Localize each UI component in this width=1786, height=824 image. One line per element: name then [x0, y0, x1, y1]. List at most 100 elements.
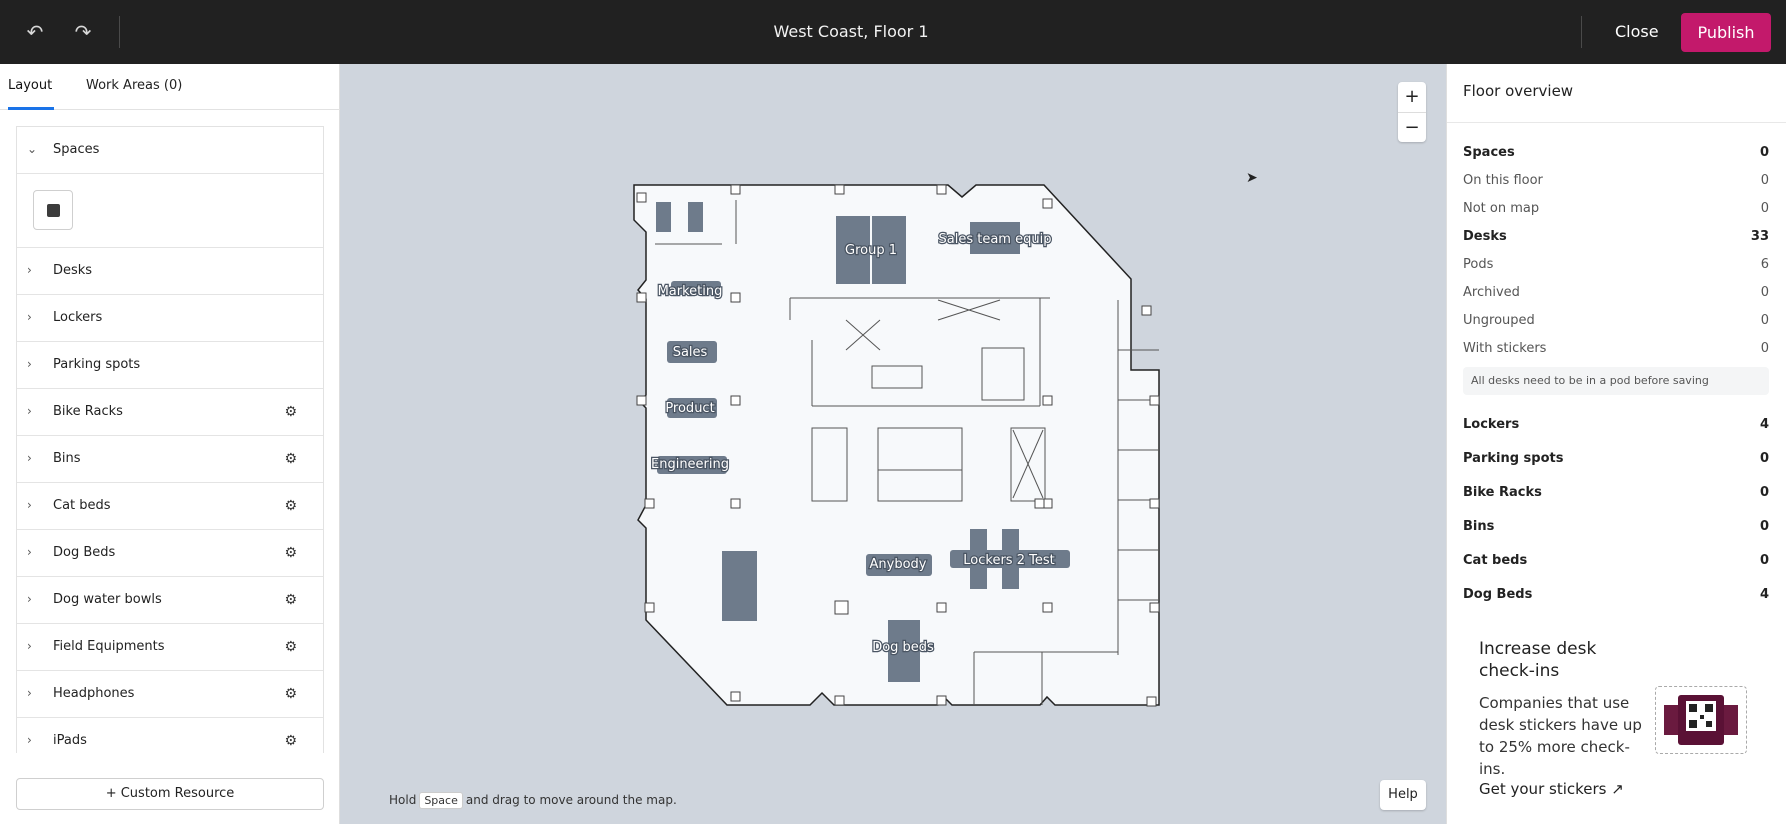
hint-prefix: Hold [389, 793, 417, 807]
external-link-icon: ↗ [1611, 780, 1624, 798]
row-value: 0 [1760, 285, 1769, 300]
chevron-right-icon: › [27, 733, 32, 747]
zoom-out-button[interactable]: − [1404, 117, 1420, 138]
row-label: Cat beds [1463, 553, 1528, 568]
publish-button[interactable]: Publish [1681, 13, 1771, 52]
section-cat-beds[interactable]: › Cat beds ⚙ [17, 483, 323, 530]
map-labels: Group 1 Sales team equip Marketing Sales… [650, 231, 1056, 657]
row-label: Dog Beds [1463, 587, 1533, 602]
map-label-anybody[interactable]: Anybody [868, 556, 928, 574]
gear-icon[interactable]: ⚙ [284, 404, 297, 420]
space-tool-button[interactable] [33, 190, 73, 230]
section-parking-spots[interactable]: › Parking spots [17, 342, 323, 389]
row-label: Parking spots [1463, 451, 1564, 466]
row-label: Spaces [1463, 145, 1515, 160]
row-value: 33 [1750, 229, 1769, 244]
zoom-control: + − [1398, 82, 1426, 142]
gear-icon[interactable]: ⚙ [284, 733, 297, 749]
map-label-dog-beds[interactable]: Dog beds [871, 639, 935, 657]
spaces-body [17, 174, 323, 248]
row-value: 0 [1760, 201, 1769, 216]
custom-resource-button[interactable]: + Custom Resource [16, 778, 324, 810]
square-icon [47, 204, 60, 217]
row-label: Bins [1463, 519, 1495, 534]
row-value: 0 [1759, 451, 1769, 466]
tab-bar: Layout Work Areas (0) [0, 64, 340, 110]
mouse-cursor-icon: ➤ [1246, 170, 1258, 186]
divider [1581, 16, 1582, 48]
section-label: Lockers [53, 310, 103, 325]
sticker-promo-card: Increase desk check-ins Companies that u… [1463, 620, 1773, 816]
map-label-sales-team[interactable]: Sales team equip [937, 231, 1052, 249]
section-bike-racks[interactable]: › Bike Racks ⚙ [17, 389, 323, 436]
row-value: 0 [1759, 553, 1769, 568]
map-label-group1[interactable]: Group 1 [844, 242, 898, 260]
page-title: West Coast, Floor 1 [773, 22, 929, 41]
qr-sticker-icon [1664, 695, 1738, 745]
section-label: Bike Racks [53, 404, 123, 419]
close-button[interactable]: Close [1615, 22, 1659, 41]
row-label: Desks [1463, 229, 1507, 244]
tab-work-areas[interactable]: Work Areas (0) [86, 78, 183, 93]
row-label: Ungrouped [1463, 313, 1535, 328]
section-headphones[interactable]: › Headphones ⚙ [17, 671, 323, 718]
row-label: Archived [1463, 285, 1520, 300]
section-dog-water-bowls[interactable]: › Dog water bowls ⚙ [17, 577, 323, 624]
chevron-right-icon: › [27, 263, 32, 277]
redo-icon[interactable]: ↷ [74, 20, 92, 44]
map-label-marketing[interactable]: Marketing [656, 283, 723, 301]
map-label-sales[interactable]: Sales [671, 344, 708, 362]
row-label: With stickers [1463, 341, 1547, 356]
link-label: Get your stickers [1479, 780, 1607, 798]
promo-heading: Increase desk check-ins [1479, 639, 1597, 681]
sticker-image [1655, 686, 1747, 754]
gear-icon[interactable]: ⚙ [284, 545, 297, 561]
gear-icon[interactable]: ⚙ [284, 592, 297, 608]
map-canvas[interactable]: Group 1 Sales team equip Marketing Sales… [340, 64, 1446, 824]
pods-warning-note: All desks need to be in a pod before sav… [1463, 367, 1769, 395]
row-label: Not on map [1463, 201, 1540, 216]
overview-list[interactable]: Spaces 0 On this floor 0 Not on map 0 Desks… [1447, 122, 1786, 672]
divider [119, 16, 120, 48]
section-dog-beds[interactable]: › Dog Beds ⚙ [17, 530, 323, 577]
section-lockers[interactable]: › Lockers [17, 295, 323, 342]
row-value: 0 [1759, 145, 1769, 160]
undo-icon[interactable]: ↶ [26, 20, 44, 44]
hint-suffix: and drag to move around the map. [465, 793, 677, 807]
top-bar: ↶ ↷ West Coast, Floor 1 Close Publish [0, 0, 1786, 64]
pillars [636, 184, 1160, 707]
section-desks[interactable]: › Desks [17, 248, 323, 295]
chevron-right-icon: › [27, 639, 32, 653]
get-stickers-link[interactable]: Get your stickers ↗ [1479, 780, 1624, 798]
floor-outline [633, 184, 1160, 706]
row-label: On this floor [1463, 173, 1543, 188]
gear-icon[interactable]: ⚙ [284, 498, 297, 514]
help-button[interactable]: Help [1380, 780, 1426, 810]
zoom-in-button[interactable]: + [1404, 86, 1420, 107]
section-field-equipments[interactable]: › Field Equipments ⚙ [17, 624, 323, 671]
section-label: Spaces [53, 142, 100, 157]
resource-list: ⌄ Spaces › Desks › Lockers › Parking spo… [16, 126, 324, 753]
map-label-product[interactable]: Product [664, 400, 716, 418]
floor-plan[interactable]: Group 1 Sales team equip Marketing Sales… [340, 64, 1446, 824]
chevron-right-icon: › [27, 357, 32, 371]
section-bins[interactable]: › Bins ⚙ [17, 436, 323, 483]
divider [1398, 112, 1426, 113]
promo-text: Companies that use desk stickers have up… [1479, 694, 1642, 778]
hint-key: Space [419, 792, 463, 809]
chevron-right-icon: › [27, 592, 32, 606]
gear-icon[interactable]: ⚙ [284, 639, 297, 655]
section-ipads[interactable]: › iPads ⚙ [17, 718, 323, 753]
gear-icon[interactable]: ⚙ [284, 686, 297, 702]
section-spaces[interactable]: ⌄ Spaces [17, 127, 323, 174]
map-label-lockers[interactable]: Lockers 2 Test [962, 552, 1056, 570]
tab-layout[interactable]: Layout [8, 78, 53, 93]
gear-icon[interactable]: ⚙ [284, 451, 297, 467]
map-label-engineering[interactable]: Engineering [650, 456, 731, 474]
section-label: Bins [53, 451, 81, 466]
interior-walls [655, 200, 1159, 705]
section-label: Field Equipments [53, 639, 165, 654]
active-tab-indicator [8, 107, 54, 110]
